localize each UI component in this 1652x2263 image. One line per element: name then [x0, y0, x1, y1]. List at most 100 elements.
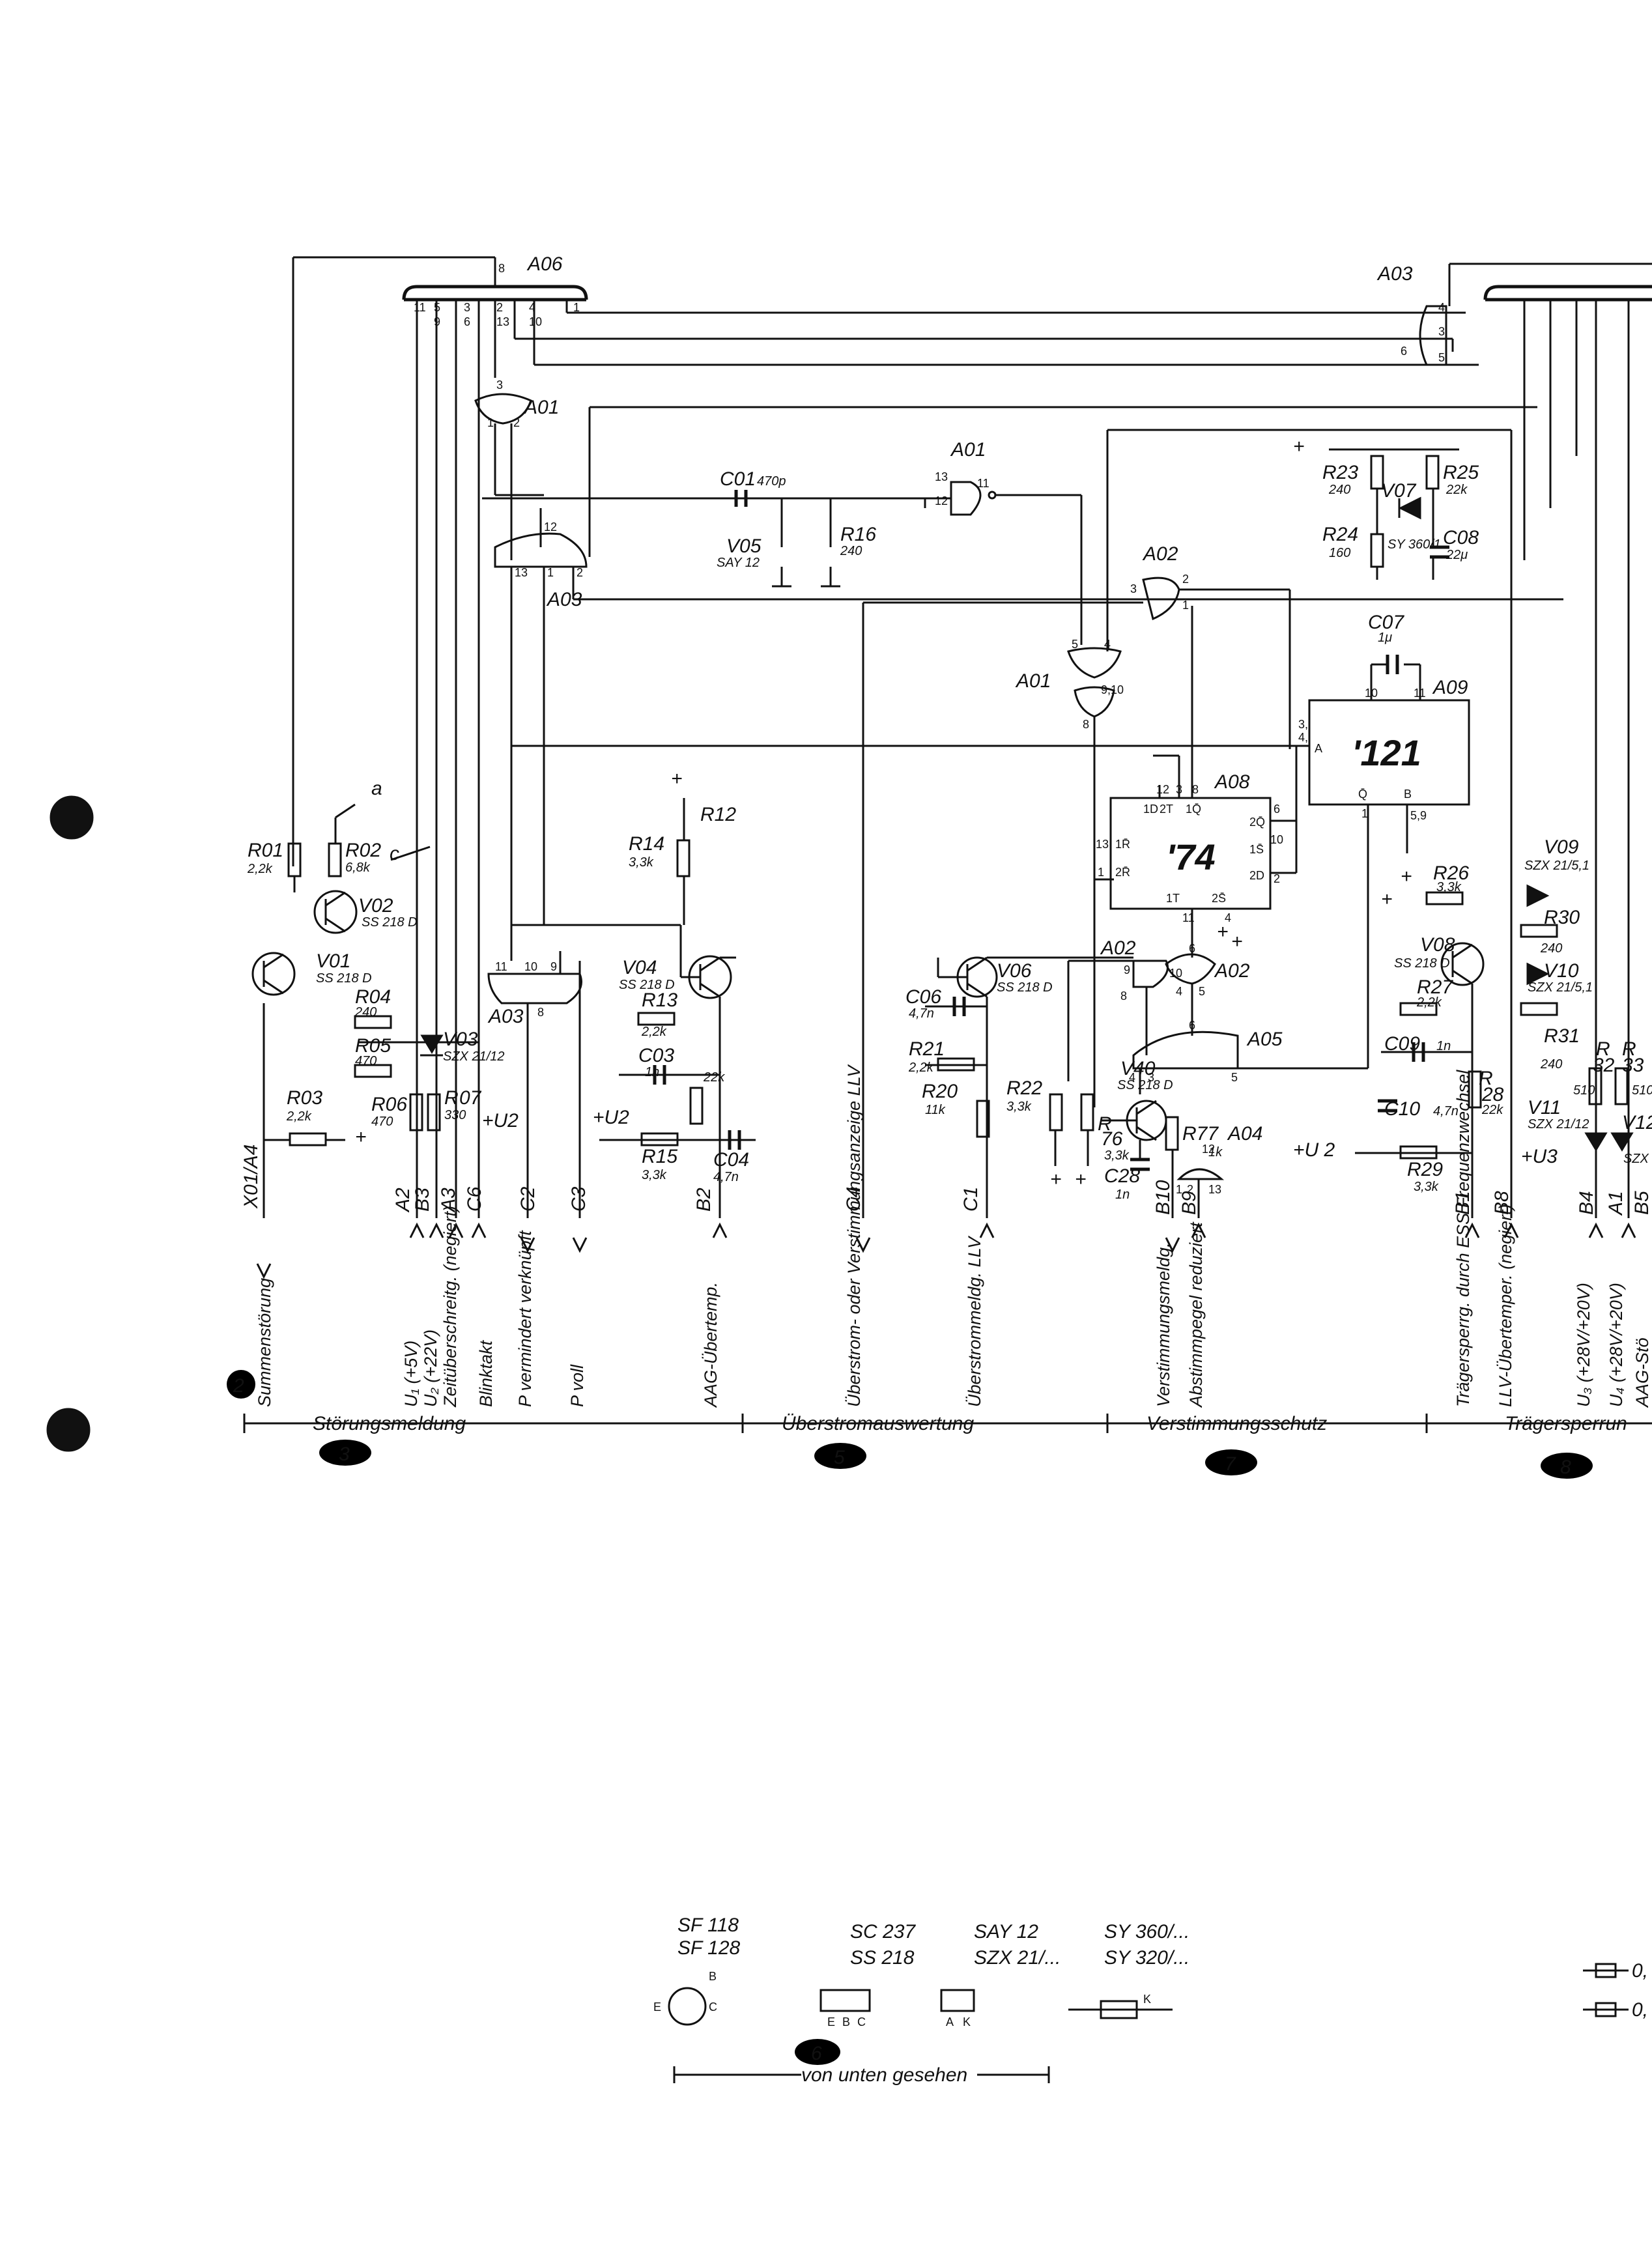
- c28-ref: C28: [1104, 1165, 1140, 1187]
- r07-ref: R: [444, 1087, 459, 1109]
- a05-pin: 4: [1129, 1071, 1135, 1084]
- legend-line2: SS 218: [850, 1947, 915, 1969]
- a05-pin: 5: [1231, 1071, 1238, 1084]
- section-label: Verstimmungsschutz: [1146, 1413, 1327, 1434]
- v08-ref: V08: [1420, 934, 1455, 956]
- a05-label: A05: [1246, 1029, 1283, 1050]
- plus-supply-label: +: [1401, 866, 1412, 887]
- v07-ref: V07: [1381, 480, 1417, 502]
- section-number: 6: [811, 2043, 822, 2064]
- r07-value: 330: [444, 1108, 466, 1122]
- v12-ref: V12: [1622, 1112, 1652, 1133]
- a08-pin: 12: [1156, 783, 1169, 796]
- legend-line2: SY 320/...: [1104, 1947, 1189, 1969]
- a02-lower-a-pin: 8: [1120, 989, 1127, 1003]
- legend-edge-text: 0,: [1632, 1960, 1648, 1982]
- v10-ref: V10: [1544, 960, 1579, 982]
- connector-pin: B9: [1178, 1191, 1200, 1215]
- r15-ref: R15: [642, 1146, 677, 1167]
- a04-pin: 1: [1176, 1183, 1182, 1196]
- plus-supply-label: +: [1050, 1169, 1062, 1190]
- r22-value: 3,3k: [1006, 1100, 1032, 1114]
- r01-value: 2,2k: [247, 862, 273, 876]
- legend-line1: SAY 12: [974, 1921, 1038, 1943]
- v04-value: SS 218 D: [619, 978, 675, 992]
- a08-pin: 1: [1098, 866, 1104, 879]
- c10-value: 4,7n: [1433, 1104, 1459, 1118]
- v03-value: SZX 21/12: [443, 1049, 505, 1064]
- r33-value: 510: [1632, 1083, 1652, 1098]
- legend-edge-text: 0,: [1632, 1999, 1648, 2021]
- u3-label: +U3: [1521, 1146, 1558, 1167]
- a08-pin: 2Q̄: [1249, 816, 1265, 829]
- legend-pin: K: [963, 2015, 971, 2028]
- a02-lower-a-pin: 9: [1124, 963, 1130, 976]
- v07-value: SY 360/1: [1388, 537, 1441, 552]
- a02-top-pin: 1: [1182, 599, 1189, 612]
- r16-ref: R16: [840, 524, 876, 545]
- c09-value: 1n: [1436, 1039, 1451, 1053]
- v02-ref: V02: [358, 895, 393, 917]
- connector-pin: B4: [1576, 1191, 1597, 1215]
- a04-pin: 12: [1202, 1143, 1215, 1156]
- a01-mid-pin: 13: [935, 470, 948, 483]
- r05-ref: R05: [355, 1035, 391, 1057]
- c08-ref: C08: [1443, 527, 1479, 548]
- signal-label: P voll: [567, 1364, 587, 1407]
- connector-pin: C4: [843, 1187, 864, 1212]
- signal-label: U₁ (+5V): [401, 1341, 421, 1407]
- r20-ref: R20: [922, 1081, 958, 1102]
- connector-signals: Summenstörung U₁ (+5V) U₂ (+22V) Zeitübe…: [255, 1064, 1652, 1408]
- a08-pin: 2T: [1160, 803, 1173, 816]
- signal-label: AAG-Übertemp.: [701, 1282, 720, 1408]
- r04-value: 240: [354, 1005, 377, 1019]
- a06-pin: 3: [464, 301, 470, 314]
- r21-value: 2,2k: [908, 1060, 934, 1075]
- a08-pin: 4: [1225, 911, 1231, 924]
- a03-bottom-label: A03: [487, 1006, 524, 1027]
- legend-line1: SF 118: [677, 1914, 739, 1936]
- r21-ref: R21: [909, 1038, 945, 1060]
- connector-pin: C1: [960, 1187, 982, 1212]
- a01-lower-pin: 9,10: [1101, 683, 1124, 696]
- a01-top-pin: 3: [496, 378, 503, 391]
- section-5-circle: [814, 1443, 866, 1469]
- legend-pin: E: [827, 2015, 835, 2028]
- a03-right-pin: 4: [1438, 301, 1445, 314]
- section-3-circle: [319, 1440, 371, 1466]
- legend-pin: C: [857, 2015, 866, 2028]
- r26-ref: R26: [1433, 862, 1469, 884]
- r76-ref: R: [1098, 1113, 1112, 1135]
- c10-ref: C10: [1384, 1098, 1420, 1120]
- v06-value: SS 218 D: [997, 980, 1053, 995]
- plus-supply-label: +: [1381, 889, 1393, 910]
- connector-pin: B1: [1452, 1191, 1474, 1215]
- v12-value: SZX 21/12: [1623, 1152, 1652, 1166]
- r31-ref: R31: [1544, 1025, 1580, 1047]
- connector-pin: B2: [693, 1188, 715, 1212]
- signal-label: Abstimmpegel reduziert: [1186, 1221, 1206, 1408]
- connector-pin: B10: [1152, 1180, 1174, 1215]
- v08-value: SS 218 D: [1394, 956, 1450, 971]
- r23-ref: R23: [1322, 462, 1358, 483]
- signal-label: Überstrommeldg. LLV: [965, 1235, 984, 1407]
- a03-left-pin: 1: [547, 566, 554, 579]
- a08-pin: 1S̄: [1249, 843, 1264, 856]
- c07-value: 1μ: [1378, 631, 1392, 645]
- a08-pin: 1T: [1166, 892, 1180, 905]
- r30-ref: R30: [1544, 907, 1580, 928]
- a05-pin: 3: [1148, 1071, 1154, 1084]
- r33-ref-number: 33: [1622, 1055, 1644, 1076]
- legend-pin: A: [946, 2015, 954, 2028]
- a03-right-pin: 5: [1438, 351, 1445, 364]
- legend-pin: B: [842, 2015, 850, 2028]
- section-number: 8: [1560, 1457, 1571, 1478]
- r24-ref: R24: [1322, 524, 1358, 545]
- r31-value: 240: [1540, 1057, 1562, 1072]
- a03-right-label: A03: [1376, 263, 1413, 285]
- a02-top-pin: 3: [1130, 582, 1137, 595]
- section-number: 2: [233, 1375, 244, 1397]
- v06-ref: V06: [997, 960, 1032, 982]
- connector-pin: X01/A4: [240, 1145, 262, 1209]
